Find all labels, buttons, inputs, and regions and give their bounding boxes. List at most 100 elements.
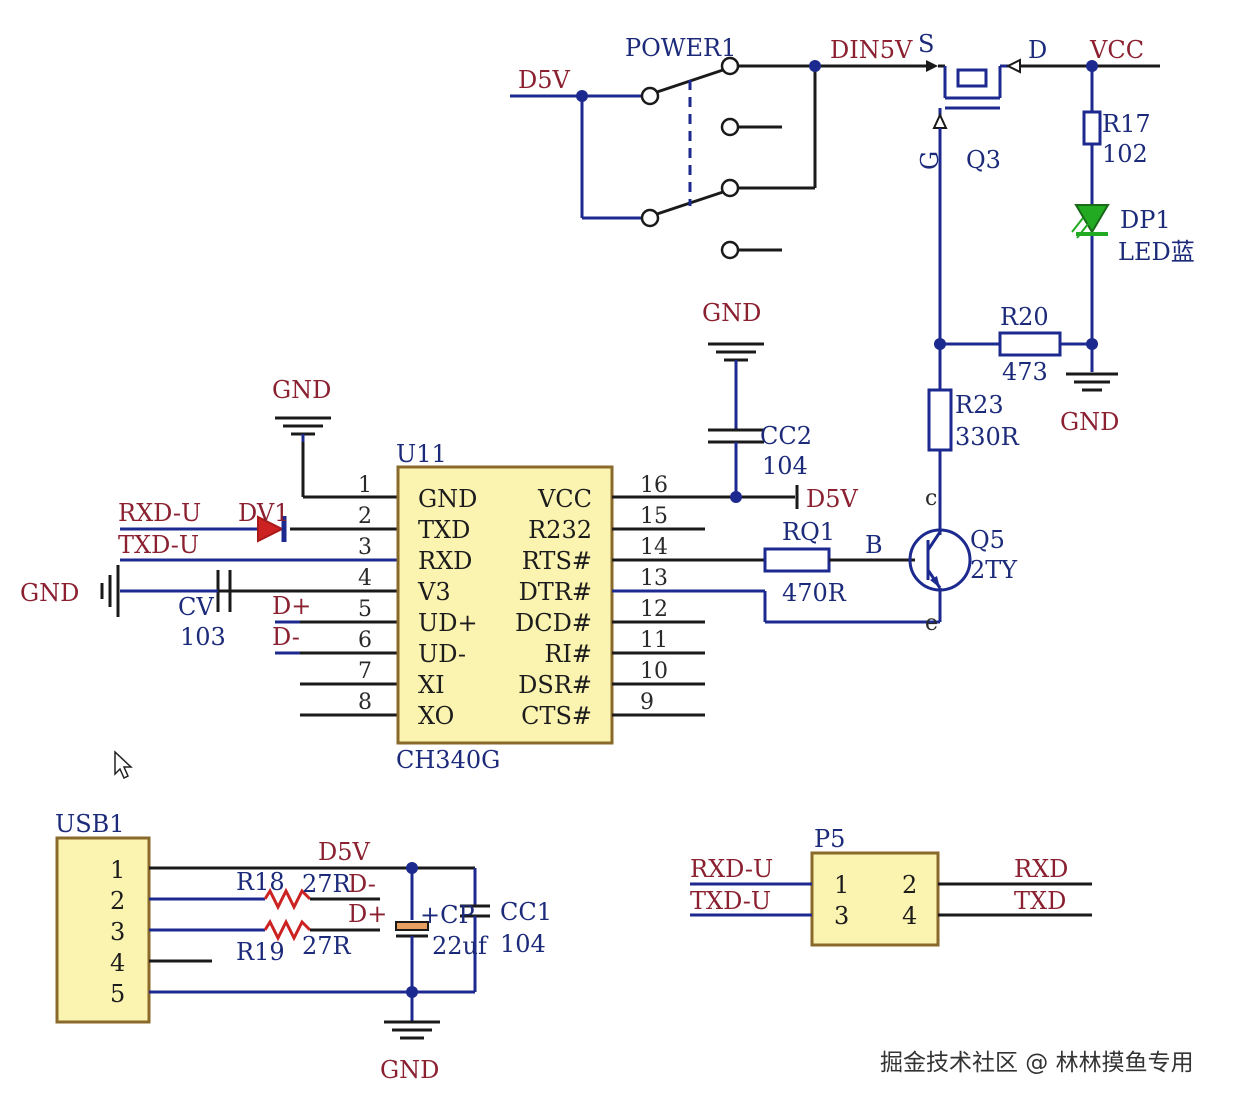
label-r18: R18 xyxy=(236,868,285,896)
net-label-din5v: DIN5V xyxy=(830,36,913,64)
net-label-p5-rxdu: RXD-U xyxy=(690,855,773,883)
label-cc1-value: 104 xyxy=(500,930,546,958)
pin-num: 3 xyxy=(358,535,372,560)
pin-name: XI xyxy=(418,671,445,699)
capacitor-cc2: GND CC2 104 xyxy=(702,299,812,497)
chip-u11-ch340g: GND U11 CH340G D5V 1 2 3 4 5 6 7 8 G xyxy=(120,376,859,774)
pin-num: 1 xyxy=(358,473,372,498)
label-r19-value: 27R xyxy=(302,932,352,960)
label-r17-value: 102 xyxy=(1102,140,1148,168)
usb-pin: 1 xyxy=(110,856,125,884)
label-ch340g: CH340G xyxy=(396,746,500,774)
net-label-gnd-cc2: GND xyxy=(702,299,761,327)
pin-label-e: e xyxy=(925,611,938,636)
label-rq1: RQ1 xyxy=(782,518,835,546)
label-dp1: DP1 xyxy=(1120,206,1171,234)
usb-pin: 2 xyxy=(110,887,125,915)
pin-name: RI# xyxy=(544,640,592,668)
label-cp-value: 22uf xyxy=(432,932,489,960)
pin-num: 15 xyxy=(640,504,668,529)
pin-name: VCC xyxy=(537,485,592,513)
pin-label-b: B xyxy=(865,531,883,559)
net-label-p5-txd: TXD xyxy=(1014,887,1066,915)
pin-num: 10 xyxy=(640,659,668,684)
net-label-txdu: TXD-U xyxy=(118,531,199,559)
usb-connector-usb1: USB1 1 2 3 4 5 D5V R18 27R D- D+ R19 27 xyxy=(55,810,552,1084)
net-label-rxdu: RXD-U xyxy=(118,499,201,527)
pin-name: RTS# xyxy=(522,547,592,575)
label-u11: U11 xyxy=(396,440,447,468)
label-cc1: CC1 xyxy=(500,898,552,926)
net-label-dplus-usb: D+ xyxy=(348,900,387,928)
net-label-dplus: D+ xyxy=(272,592,311,620)
transistor-q5: RQ1 470R B Q5 2TY c e xyxy=(763,486,1018,636)
net-label-d5v-u11: D5V xyxy=(806,485,859,513)
pin-label-d: D xyxy=(1028,36,1047,64)
pin-num: 9 xyxy=(640,690,654,715)
label-p5: P5 xyxy=(814,825,845,853)
label-cc2: CC2 xyxy=(760,422,812,450)
p5-pin: 2 xyxy=(902,871,917,899)
label-q5: Q5 xyxy=(970,526,1005,554)
p5-pin: 1 xyxy=(834,871,849,899)
pin-num: 7 xyxy=(358,659,372,684)
resistor-r20: R20 473 GND xyxy=(934,303,1119,436)
label-dv1: DV1 xyxy=(238,499,289,527)
capacitor-cv: GND CV 103 D+ D- xyxy=(20,565,311,651)
pin-name: UD- xyxy=(418,640,466,668)
mouse-cursor-icon xyxy=(114,750,133,780)
usb-pin: 5 xyxy=(110,980,125,1008)
label-cv: CV xyxy=(178,593,214,621)
pin-num: 11 xyxy=(640,628,668,653)
label-r23-value: 330R xyxy=(955,423,1020,451)
pin-name: TXD xyxy=(418,516,470,544)
label-q3: Q3 xyxy=(966,146,1001,174)
label-power1: POWER1 xyxy=(625,34,736,62)
connector-p5: P5 1 2 3 4 RXD-U TXD-U RXD TXD xyxy=(690,825,1092,947)
watermark: 掘金技术社区 @ 林林摸鱼专用 xyxy=(880,1050,1194,1076)
pin-name: DSR# xyxy=(518,671,592,699)
pin-label-c: c xyxy=(925,486,937,511)
pin-name: GND xyxy=(418,485,477,513)
pin-label-g: G xyxy=(916,151,944,170)
pin-name: RXD xyxy=(418,547,472,575)
label-q5-value: 2TY xyxy=(970,556,1018,584)
pin-name: DTR# xyxy=(519,578,592,606)
pin-num: 2 xyxy=(358,504,372,529)
resistor-r23: R23 330R xyxy=(927,388,1020,535)
label-led-blue: LED蓝 xyxy=(1118,238,1195,266)
pin-name: UD+ xyxy=(418,609,478,637)
net-label-gnd-r20: GND xyxy=(1060,408,1119,436)
pin-num: 13 xyxy=(640,566,668,591)
net-label-vcc: VCC xyxy=(1089,36,1144,64)
net-label-gnd-u11: GND xyxy=(272,376,331,404)
net-label-d5v-usb: D5V xyxy=(318,838,371,866)
net-label-p5-rxd: RXD xyxy=(1014,855,1068,883)
pin-name: XO xyxy=(418,702,454,730)
pin-name: CTS# xyxy=(521,702,592,730)
label-r19: R19 xyxy=(236,938,285,966)
label-r23: R23 xyxy=(955,391,1004,419)
pin-name: V3 xyxy=(417,578,451,606)
pin-num: 6 xyxy=(358,628,372,653)
net-label-dminus: D- xyxy=(272,623,300,651)
net-label-dminus-usb: D- xyxy=(348,870,376,898)
usb-pin: 3 xyxy=(110,918,125,946)
diode-dv1: RXD-U DV1 TXD-U xyxy=(118,499,289,559)
label-r18-value: 27R xyxy=(302,870,352,898)
label-r20: R20 xyxy=(1000,303,1049,331)
usb-pin: 4 xyxy=(110,949,125,977)
label-cv-value: 103 xyxy=(180,623,226,651)
pin-num: 4 xyxy=(358,566,372,591)
net-label-p5-txdu: TXD-U xyxy=(690,887,771,915)
pin-label-s: S xyxy=(918,30,934,58)
resistor-r17-led-dp1: R17 102 DP1 LED蓝 xyxy=(1071,66,1195,372)
p5-pin: 4 xyxy=(902,902,917,930)
label-cc2-value: 104 xyxy=(762,452,808,480)
label-usb1: USB1 xyxy=(55,810,125,838)
net-label-d5v-top: D5V xyxy=(518,66,571,94)
pin-num: 14 xyxy=(640,535,668,560)
net-label-gnd-left: GND xyxy=(20,579,79,607)
pin-num: 16 xyxy=(640,473,668,498)
